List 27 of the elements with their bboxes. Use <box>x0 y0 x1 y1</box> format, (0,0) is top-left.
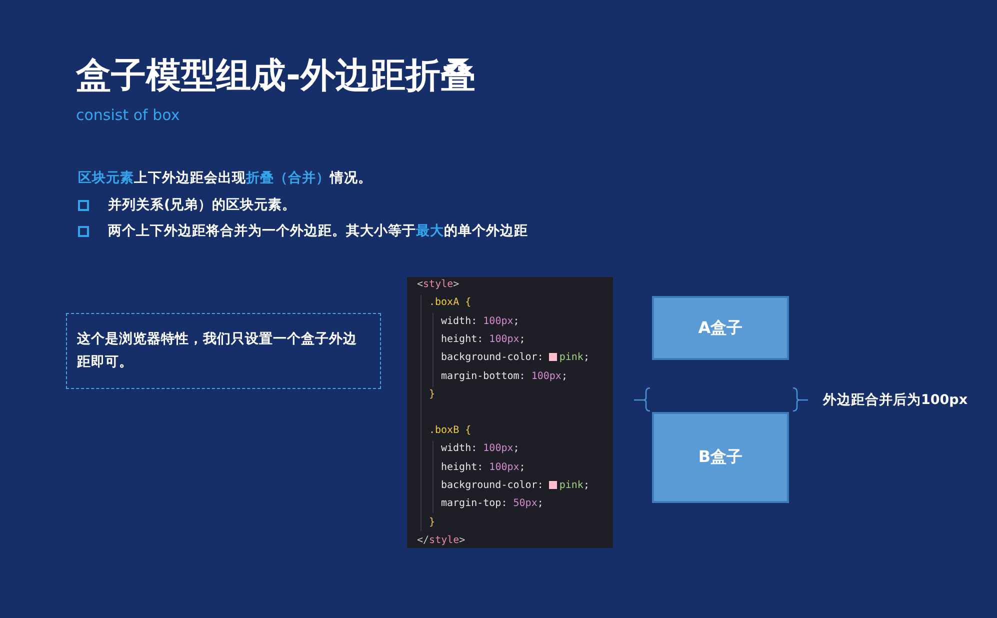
box <box>652 296 789 360</box>
box <box>652 412 789 503</box>
code-line: <style> <box>417 279 460 290</box>
code-line: .boxA { <box>429 297 472 308</box>
code-line: margin-top: 50px; <box>441 498 544 510</box>
code-line: } <box>429 388 436 400</box>
bullet-text: 并列关系(兄弟）的区块元素。 <box>108 196 296 214</box>
code-line: </style> <box>417 534 466 546</box>
note-box <box>66 313 381 389</box>
code-line: height: 100px; <box>441 334 526 345</box>
bullet-text: 两个上下外边距将合并为一个外边距。其大小等于最大的单个外边距 <box>108 222 528 240</box>
box-label: A盒子 <box>698 318 743 338</box>
code-line: height: 100px; <box>441 462 526 473</box>
box-label: B盒子 <box>698 447 743 468</box>
code-line: background-color: pink; <box>441 352 590 364</box>
code-line: width: 100px; <box>441 316 520 327</box>
code-line: } <box>429 516 436 528</box>
code-line: .boxB { <box>429 425 472 436</box>
code-line: background-color: pink; <box>441 480 590 491</box>
dimension-label: 外边距合并后为100px <box>823 391 968 409</box>
intro-text: 区块元素上下外边距会出现折叠（合并）情况。 <box>78 169 372 187</box>
slide-title: 盒子模型组成-外边距折叠 <box>76 55 476 98</box>
code-line: margin-bottom: 100px; <box>441 370 568 382</box>
note-text: 这个是浏览器特性，我们只设置一个盒子外边距即可。 <box>77 330 358 372</box>
code-panel <box>407 277 613 548</box>
code-line: width: 100px; <box>441 443 520 454</box>
subtitle: consist of box <box>76 106 180 124</box>
